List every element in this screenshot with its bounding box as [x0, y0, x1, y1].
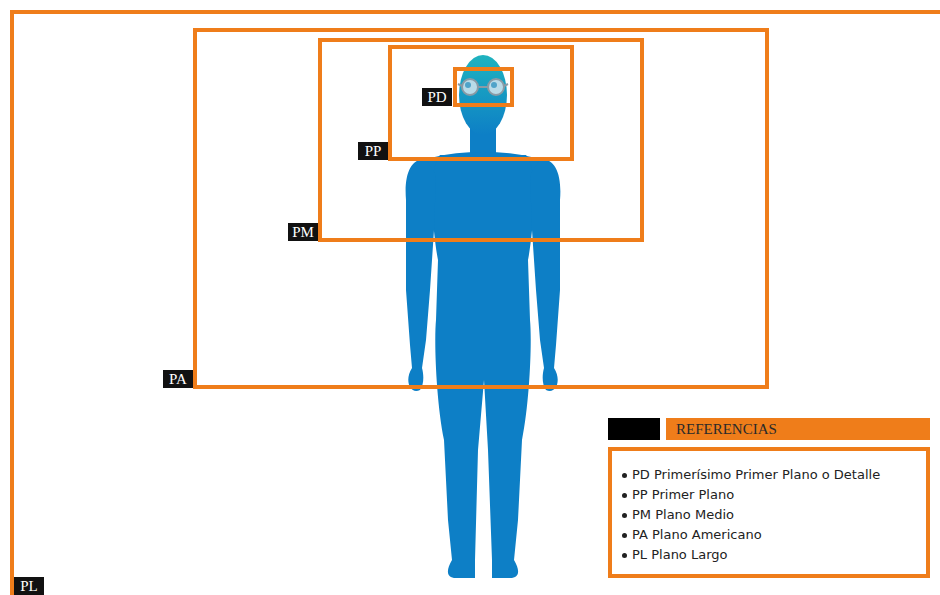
legend-row: PP Primer Plano: [622, 485, 926, 505]
shot-tag: PP: [358, 142, 388, 160]
legend-bullet: [622, 513, 627, 518]
shot-tag: PM: [288, 223, 318, 241]
legend-row: PD Primerísimo Primer Plano o Detalle: [622, 465, 926, 485]
legend-heading-band: REFERENCIAS: [666, 418, 930, 440]
legend-bullet: [622, 493, 627, 498]
glasses: [458, 79, 508, 95]
detail-shot-frame: PD: [453, 67, 514, 107]
legend-text: PP Primer Plano: [632, 487, 734, 502]
legend-head-mark: [608, 418, 660, 440]
shot-tag: PL: [14, 577, 44, 595]
legend-bullet: [622, 473, 627, 478]
legend-row: PL Plano Largo: [622, 545, 926, 565]
legend-bullet: [622, 533, 627, 538]
shot-tag: PD: [422, 88, 452, 106]
close-up-frame: PPPD: [388, 45, 574, 161]
medium-shot-frame: PMPPPD: [318, 38, 644, 242]
legend-text: PL Plano Largo: [632, 547, 728, 562]
shot-tag: PA: [163, 370, 193, 388]
legend-box: PD Primerísimo Primer Plano o Detalle PP …: [608, 447, 930, 578]
legend-row: PA Plano Americano: [622, 525, 926, 545]
legend-text: PD Primerísimo Primer Plano o Detalle: [632, 467, 880, 482]
legend-text: PA Plano Americano: [632, 527, 762, 542]
legend-title: REFERENCIAS: [676, 421, 777, 437]
legend-row: PM Plano Medio: [622, 505, 926, 525]
legend-bullet: [622, 553, 627, 558]
american-shot-frame: PAPMPPPD: [193, 28, 769, 389]
long-shot-frame: PLPAPMPPPD: [10, 10, 940, 595]
legend-text: PM Plano Medio: [632, 507, 734, 522]
